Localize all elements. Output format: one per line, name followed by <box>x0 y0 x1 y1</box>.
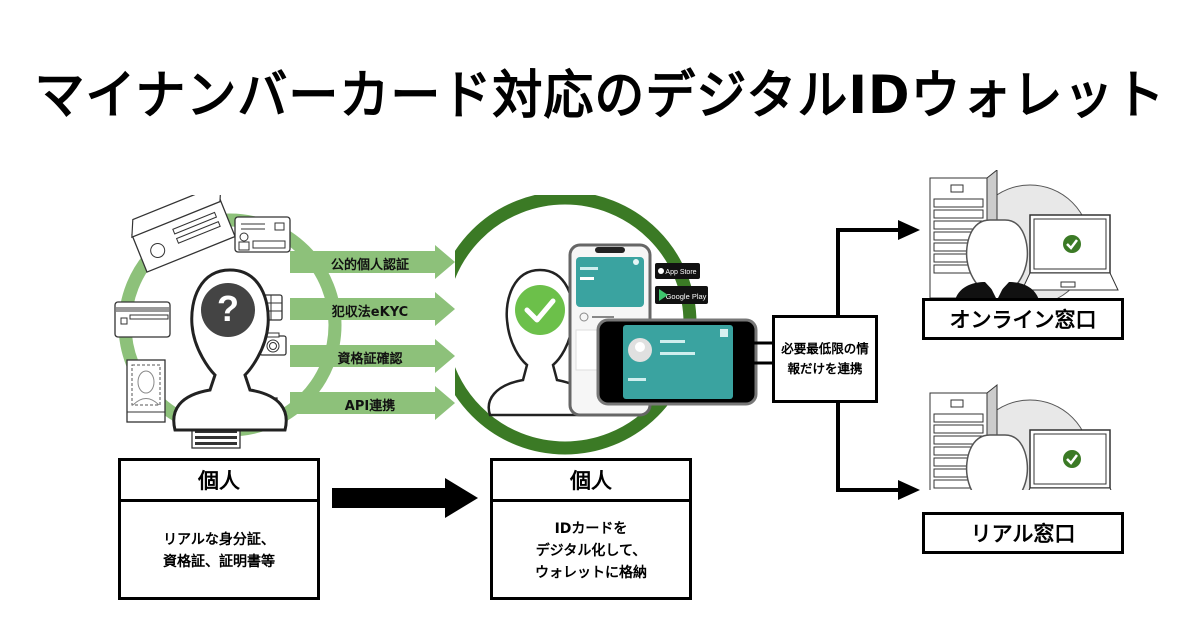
minimal-info-box: 必要最低限の情 報だけを連携 <box>772 315 878 403</box>
google-play-icon <box>659 289 668 301</box>
arrow-label: API連携 <box>344 399 396 414</box>
flow-arrow <box>332 478 478 518</box>
apple-icon <box>658 268 664 274</box>
green-arrows <box>290 245 455 420</box>
question-mark-person-icon: ? <box>172 268 288 432</box>
real-counter-label: リアル窓口 <box>922 512 1124 554</box>
left-box-body: リアルな身分証、 資格証、証明書等 <box>163 532 275 570</box>
green-arrow <box>290 386 455 420</box>
svg-text:?: ? <box>217 288 239 329</box>
svg-text:App Store: App Store <box>665 269 696 276</box>
counter-scene <box>929 383 1112 490</box>
id-card-icon <box>234 216 291 253</box>
check-circle-icon <box>1063 235 1081 253</box>
phone-landscape <box>596 318 758 406</box>
green-arrow <box>290 245 455 279</box>
left-box-header: 個人 <box>121 461 317 502</box>
verified-person-icon <box>487 268 593 417</box>
credit-card-icon <box>114 301 171 338</box>
svg-text:Google Play: Google Play <box>666 292 707 301</box>
center-info-box: 個人 IDカードを デジタル化して、 ウォレットに格納 <box>490 458 692 600</box>
connector-arrows <box>748 220 920 500</box>
laptop-icon <box>1021 214 1119 291</box>
arrow-to-online <box>898 220 920 240</box>
photo-id-icon <box>126 359 166 423</box>
green-arrow <box>290 339 455 373</box>
camera-icon <box>259 332 287 356</box>
green-arrow <box>290 292 455 326</box>
laptop-icon <box>1028 429 1112 490</box>
arrow-label: 公的個人認証 <box>330 258 409 273</box>
counter-scene <box>929 170 1119 306</box>
center-box-body: IDカードを デジタル化して、 ウォレットに格納 <box>535 521 647 581</box>
passport-icon <box>131 195 236 273</box>
counter-illustrations <box>929 170 1119 490</box>
online-counter-label: オンライン窓口 <box>922 298 1124 340</box>
app-store-badge[interactable]: App Store <box>655 263 700 279</box>
left-illustration: ? <box>114 195 342 449</box>
google-play-badge[interactable]: Google Play <box>655 286 708 304</box>
arrow-to-real <box>898 480 920 500</box>
arrow-label: 犯収法eKYC <box>331 305 409 320</box>
center-box-header: 個人 <box>493 461 689 502</box>
center-illustration: App Store Google Play <box>455 195 758 455</box>
staff-person-icon <box>965 434 1029 490</box>
check-circle-icon <box>1063 450 1081 468</box>
arrow-label: 資格証確認 <box>337 352 403 367</box>
left-info-box: 個人 リアルな身分証、 資格証、証明書等 <box>118 458 320 600</box>
page-title: マイナンバーカード対応のデジタルIDウォレット <box>34 64 1166 126</box>
staff-person-icon <box>955 219 1039 300</box>
